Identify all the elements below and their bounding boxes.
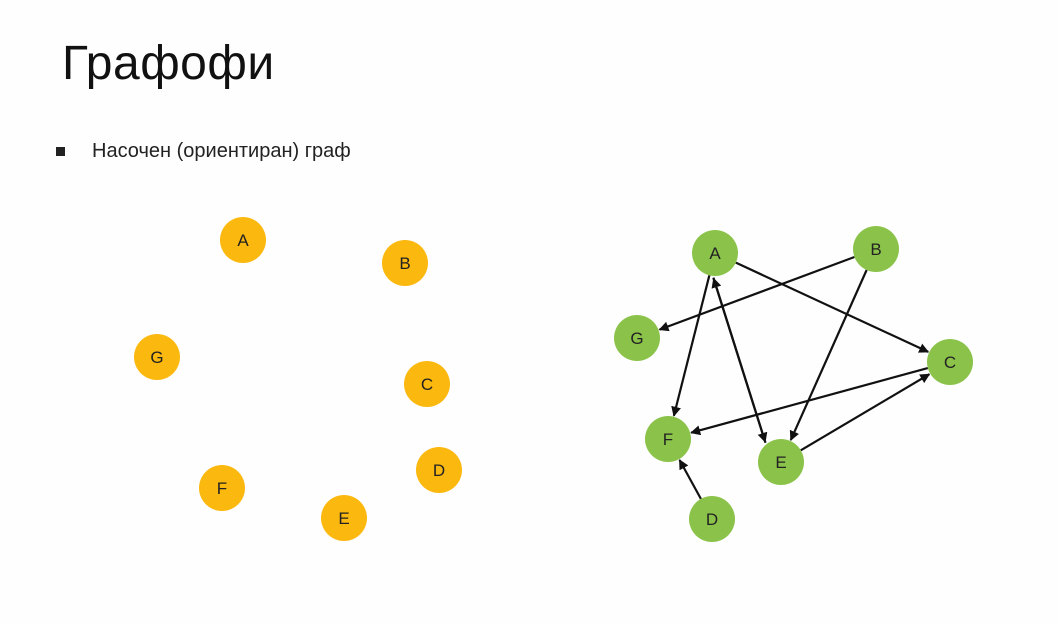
unconnected-node-label: C xyxy=(421,375,433,394)
directed-node-label: A xyxy=(709,244,721,263)
unconnected-node-label: A xyxy=(237,231,249,250)
directed-node-label: D xyxy=(706,510,718,529)
directed-node-g: G xyxy=(614,315,660,361)
directed-node-d: D xyxy=(689,496,735,542)
directed-node-circle xyxy=(692,230,738,276)
unconnected-node-circle xyxy=(404,361,450,407)
unconnected-node-circle xyxy=(199,465,245,511)
directed-node-c: C xyxy=(927,339,973,385)
directed-node-label: F xyxy=(663,430,673,449)
directed-node-a: A xyxy=(692,230,738,276)
unconnected-node-circle xyxy=(382,240,428,286)
directed-node-circle xyxy=(758,439,804,485)
directed-node-circle xyxy=(927,339,973,385)
unconnected-node-circle xyxy=(220,217,266,263)
directed-graph-nodes: A B C D E F G xyxy=(614,226,973,542)
edge-e-to-a xyxy=(711,277,767,444)
unconnected-node-b: B xyxy=(382,240,428,286)
edge-b-to-g xyxy=(658,255,855,332)
bullet-text: Насочен (ориентиран) граф xyxy=(92,140,351,162)
directed-node-e: E xyxy=(758,439,804,485)
edge-a-to-f xyxy=(671,275,711,417)
edge-e-to-c xyxy=(800,373,931,452)
bullet-item: Насочен (ориентиран) граф xyxy=(56,140,351,163)
unconnected-node-a: A xyxy=(220,217,266,263)
directed-node-circle xyxy=(853,226,899,272)
directed-node-circle xyxy=(614,315,660,361)
unconnected-node-c: C xyxy=(404,361,450,407)
unconnected-node-circle xyxy=(321,495,367,541)
unconnected-node-f: F xyxy=(199,465,245,511)
edge-c-to-f xyxy=(690,366,929,436)
directed-node-circle xyxy=(689,496,735,542)
bullet-marker-icon xyxy=(56,147,65,156)
unconnected-node-label: D xyxy=(433,461,445,480)
edge-a-to-c xyxy=(735,261,930,353)
edge-b-to-e xyxy=(789,269,868,441)
directed-node-label: C xyxy=(944,353,956,372)
unconnected-node-label: E xyxy=(338,509,349,528)
unconnected-node-d: D xyxy=(416,447,462,493)
directed-node-b: B xyxy=(853,226,899,272)
directed-node-f: F xyxy=(645,416,691,462)
slide-title: Графофи xyxy=(62,37,275,90)
unconnected-node-circle xyxy=(416,447,462,493)
directed-node-label: E xyxy=(775,453,786,472)
directed-node-label: G xyxy=(630,329,643,348)
unconnected-node-g: G xyxy=(134,334,180,380)
unconnected-graph: A B C D E F G xyxy=(134,217,462,541)
unconnected-node-label: G xyxy=(150,348,163,367)
unconnected-node-circle xyxy=(134,334,180,380)
directed-node-circle xyxy=(645,416,691,462)
edge-d-to-f xyxy=(678,459,702,500)
unconnected-node-e: E xyxy=(321,495,367,541)
unconnected-node-label: F xyxy=(217,479,227,498)
directed-node-label: B xyxy=(870,240,881,259)
unconnected-node-label: B xyxy=(399,254,410,273)
directed-graph-edges xyxy=(658,255,931,500)
